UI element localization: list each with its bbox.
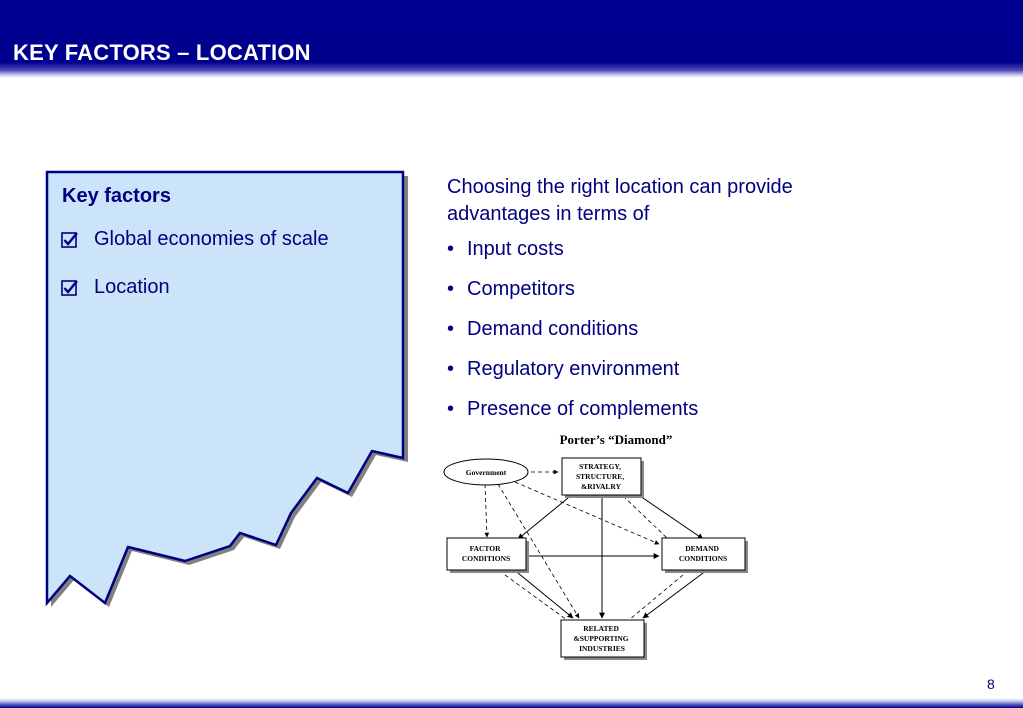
bullet-icon: • [447, 318, 455, 340]
footer-bar [0, 698, 1023, 708]
list-item: • Demand conditions [447, 318, 698, 358]
related-node [560, 619, 645, 658]
intro-text: Choosing the right location can provide … [447, 176, 793, 225]
list-item: • Regulatory environment [447, 358, 698, 398]
advantages-list: • Input costs • Competitors • Demand condit… [447, 238, 698, 438]
arrow-strategy-factor [517, 492, 575, 540]
list-item-label: Presence of complements [467, 398, 699, 420]
title-bar [0, 0, 1023, 78]
demand-label: DEMAND CONDITIONS [679, 544, 727, 563]
arrow-demand-related [642, 567, 710, 619]
key-factor-item: Global economies of scale [61, 228, 329, 251]
list-item-label: Regulatory environment [467, 358, 680, 380]
arrow-factor-related [511, 567, 574, 619]
list-item: • Competitors [447, 278, 698, 318]
panel-heading: Key factors [62, 185, 171, 207]
bullet-icon: • [447, 398, 455, 420]
gov-to-related [497, 483, 580, 619]
demand-related-dashed [628, 574, 684, 621]
related-label: RELATED &SUPPORTING INDUSTRIES [573, 624, 630, 653]
demand-node [661, 537, 746, 571]
factor-related-dashed [504, 574, 568, 621]
gov-to-factor [484, 483, 490, 538]
list-item-label: Competitors [467, 278, 575, 300]
list-item-label: Input costs [467, 238, 564, 260]
factor-node [446, 537, 527, 571]
porter-diamond-diagram: Porter’s “Diamond” Government STRATEGY, … [443, 432, 748, 660]
government-label: Government [466, 468, 507, 477]
checkbox-checked-icon [61, 232, 78, 248]
key-factors-panel [45, 170, 408, 607]
factor-label: FACTOR CONDITIONS [462, 544, 510, 563]
key-factor-item: Location [61, 276, 170, 299]
gov-to-demand [514, 481, 660, 545]
strategy-demand-dashed [622, 495, 668, 539]
checkbox-checked-icon [61, 280, 78, 296]
arrow-strategy-demand [636, 492, 704, 540]
key-factor-label: Location [94, 276, 170, 298]
bullet-icon: • [447, 238, 455, 260]
list-item: • Input costs [447, 238, 698, 278]
slide-title: KEY FACTORS – LOCATION [13, 40, 311, 65]
page-number: 8 [987, 676, 995, 692]
list-item: • Presence of complements [447, 398, 698, 438]
strategy-node [561, 457, 642, 496]
list-item-label: Demand conditions [467, 318, 639, 340]
key-factor-label: Global economies of scale [94, 228, 329, 250]
diagram-title: Porter’s “Diamond” [560, 432, 673, 447]
strategy-label: STRATEGY, STRUCTURE, &RIVALRY [576, 462, 626, 491]
government-node [443, 458, 529, 486]
bullet-icon: • [447, 278, 455, 300]
bullet-icon: • [447, 358, 455, 380]
